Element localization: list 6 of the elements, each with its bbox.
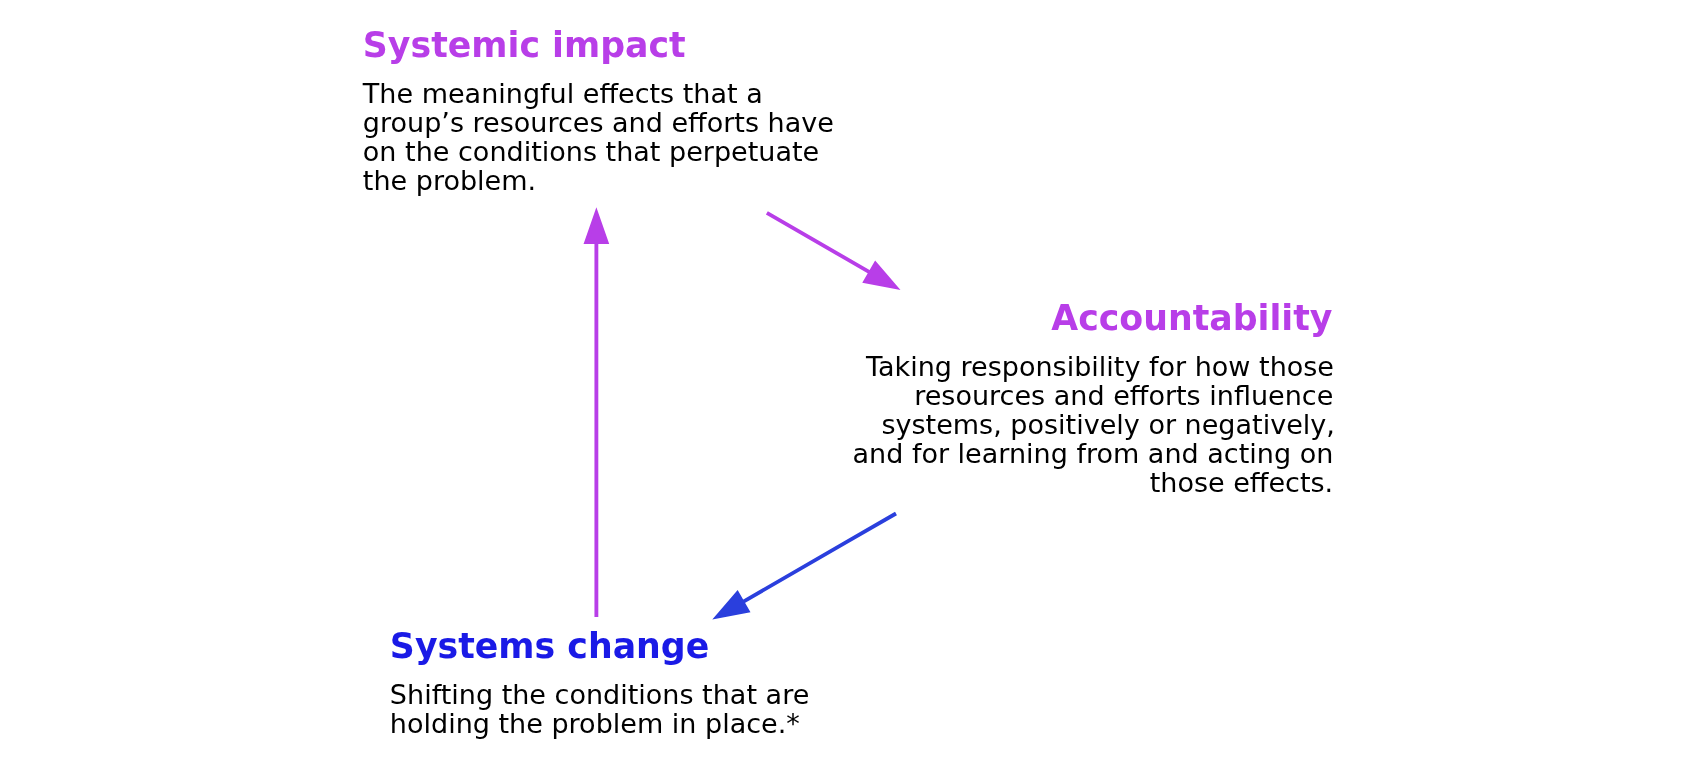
arrow <box>712 511 897 620</box>
node-text: Accountability Taking responsibility for how those resources and efforts influence systems, positively or negatively, and for learning from and acting on those effects. <box>852 297 1335 498</box>
arrow <box>583 207 610 617</box>
arrow <box>765 211 901 291</box>
node-text: Systemic impact The meaningful effects that a group’s resources and efforts have on the conditions that perpetuate the problem. <box>362 25 834 197</box>
node-text: Systems change Shifting the conditions that are holding the problem in place.* <box>389 626 810 740</box>
